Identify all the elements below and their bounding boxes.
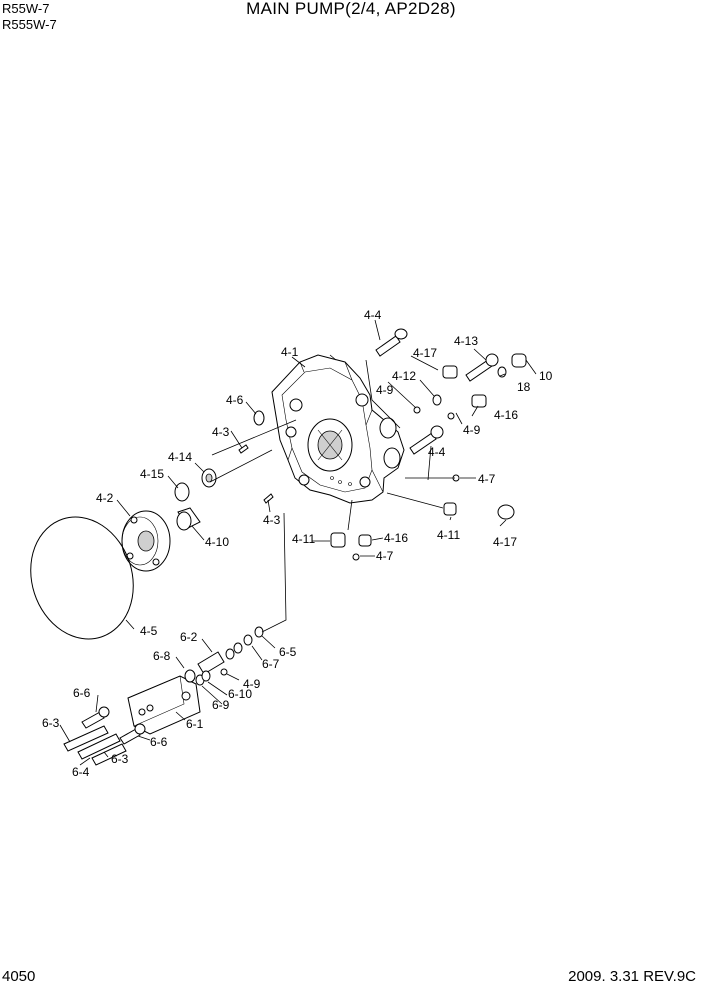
label-4-1: 4-1 [281,345,299,359]
label-4-9-b: 4-9 [463,423,481,437]
label-6-3-a: 6-3 [42,716,60,730]
label-4-6: 4-6 [226,393,244,407]
label-4-16-a: 4-16 [494,408,518,422]
plug-4-7-b [352,553,360,561]
plug-4-11-b [443,502,457,516]
oring-4-12 [432,394,442,406]
label-6-6-a: 6-6 [73,686,91,700]
label-6-5: 6-5 [279,645,297,659]
bolt-4-4-top [375,328,408,357]
label-4-9-c: 4-9 [243,677,261,691]
label-6-2: 6-2 [180,630,198,644]
label-10: 10 [539,369,553,383]
orifice-4-9-a [413,406,421,414]
label-4-10: 4-10 [205,535,229,549]
bushing-4-10 [176,507,201,531]
label-4-5: 4-5 [140,624,158,638]
pin-4-3-b [263,493,274,504]
label-6-1: 6-1 [186,717,204,731]
label-6-3-b: 6-3 [111,752,129,766]
label-4-11-b: 4-11 [437,528,460,542]
label-4-12: 4-12 [392,369,416,383]
label-4-17-a: 4-17 [413,346,437,360]
label-4-14: 4-14 [168,450,192,464]
label-4-16-b: 4-16 [384,531,408,545]
rings-6-7 [225,634,253,660]
snap-ring-4-15 [174,482,190,502]
plug-10 [511,353,527,368]
label-6-9: 6-9 [212,698,230,712]
bolt-6-6-a [81,706,110,729]
plug-4-16-a [471,394,487,408]
bolt-4-13 [465,353,499,382]
pin-4-3-a [238,444,249,454]
oring-6-8 [184,669,196,683]
label-4-11-a: 4-11 [292,532,315,546]
label-4-9-a: 4-9 [376,383,394,397]
bolt-4-4-lower [409,425,444,455]
rods-6-3-6-4 [63,725,127,766]
leader-lines [59,319,537,766]
plug-4-17-a [442,365,458,379]
label-4-15: 4-15 [140,467,164,481]
gear-cover-4-2 [121,510,171,572]
plug-4-17-b [497,504,515,520]
model-name-1: R55W-7 [2,1,50,16]
label-4-3-b: 4-3 [263,513,281,527]
plug-4-11-a [330,532,346,548]
needle-bearing-4-14 [201,468,217,488]
part-labels: 4-4 4-1 4-17 4-13 10 18 4-12 4-9 4-16 4-… [42,308,553,779]
orings-6-10-6-9 [195,670,211,686]
plug-4-16-b [358,534,372,547]
pump-housing [271,354,405,504]
label-4-17-b: 4-17 [493,535,517,549]
label-4-4-lower: 4-4 [428,445,446,459]
label-6-6-b: 6-6 [150,735,168,749]
oring-4-5 [30,516,134,640]
label-18: 18 [517,380,531,394]
label-6-7: 6-7 [262,657,280,671]
orifice-4-9-b [447,412,455,420]
label-4-4-top: 4-4 [364,308,382,322]
label-4-2: 4-2 [96,491,114,505]
label-6-4: 6-4 [72,765,90,779]
bolt-6-6-b [119,723,146,745]
orifice-4-9-c [220,668,228,676]
ring-6-5 [254,626,264,638]
revision-date: 2009. 3.31 REV.9C [568,968,696,985]
model-name-2: R555W-7 [2,17,57,32]
label-4-13: 4-13 [454,334,478,348]
label-4-7-a: 4-7 [478,472,496,486]
snap-ring-4-6 [253,410,265,426]
label-6-8: 6-8 [153,649,171,663]
valve-body-6-1 [127,675,201,735]
label-6-10: 6-10 [228,687,252,701]
spool-6-2 [197,651,225,675]
label-4-3-a: 4-3 [212,425,230,439]
label-4-7-b: 4-7 [376,549,394,563]
page-title: MAIN PUMP(2/4, AP2D28) [246,0,456,18]
page-number: 4050 [2,968,36,985]
